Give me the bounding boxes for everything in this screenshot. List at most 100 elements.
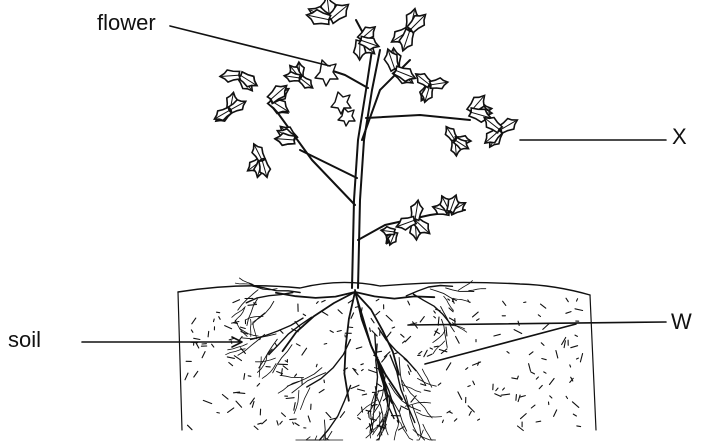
soil-speck xyxy=(477,319,480,321)
soil-speck xyxy=(518,395,520,402)
soil-speck xyxy=(507,352,509,354)
soil-speck xyxy=(217,413,220,414)
soil-speck xyxy=(257,384,260,387)
soil-speck xyxy=(319,390,324,393)
soil-speck xyxy=(203,400,211,403)
root xyxy=(430,289,456,301)
root xyxy=(269,317,312,354)
soil-speck xyxy=(571,346,578,348)
soil-speck xyxy=(188,425,193,430)
root xyxy=(417,378,436,386)
soil-speck xyxy=(262,420,267,424)
soil-speck xyxy=(539,385,542,388)
soil-speck xyxy=(386,315,392,321)
soil-speck xyxy=(330,331,333,333)
soil-speck xyxy=(362,394,366,395)
soil-speck xyxy=(501,394,509,395)
soil-speck xyxy=(252,402,254,408)
root xyxy=(355,290,402,399)
soil-speck xyxy=(217,312,220,313)
soil-speck xyxy=(227,357,234,359)
soil-speck xyxy=(503,388,505,390)
soil-speck xyxy=(473,381,475,385)
soil-speck xyxy=(570,365,571,367)
soil-speck xyxy=(473,312,479,317)
soil-speck xyxy=(403,341,405,343)
soil-speck xyxy=(234,392,240,393)
soil-speck xyxy=(456,337,460,344)
soil-speck xyxy=(408,301,410,305)
soil-speck xyxy=(538,315,540,317)
soil-speck xyxy=(358,389,365,391)
root xyxy=(253,322,257,339)
soil-speck xyxy=(564,341,565,348)
soil-speck xyxy=(411,396,416,402)
root xyxy=(355,292,434,299)
x-label: X xyxy=(672,126,687,148)
soil-speck xyxy=(254,426,258,429)
soil-speck xyxy=(293,422,294,424)
soil-speck xyxy=(395,353,398,354)
soil-speck xyxy=(409,372,410,375)
soil-speck xyxy=(430,348,432,349)
soil-speck xyxy=(405,336,410,341)
soil-speck xyxy=(295,374,297,376)
soil-speck xyxy=(495,394,501,397)
root xyxy=(469,289,486,291)
soil-speck xyxy=(494,334,500,336)
soil-speck xyxy=(473,362,481,365)
soil-speck xyxy=(296,344,300,346)
soil-speck xyxy=(434,311,436,313)
root xyxy=(402,385,421,393)
soil-speck xyxy=(322,300,326,302)
soil-speck xyxy=(308,416,310,422)
soil-speck xyxy=(577,358,579,359)
soil-speck xyxy=(469,411,471,415)
soil-speck xyxy=(362,369,364,370)
soil-speck xyxy=(543,324,549,330)
soil-speck xyxy=(351,313,354,319)
soil-speck xyxy=(408,365,411,372)
soil-speck xyxy=(340,412,344,418)
soil-speck xyxy=(556,351,558,359)
soil-speck xyxy=(529,352,533,355)
soil-speck xyxy=(194,338,200,339)
soil-speck xyxy=(202,352,205,358)
w-pointer-line-lower xyxy=(425,324,576,364)
soil-speck xyxy=(446,363,450,370)
soil-speck xyxy=(531,372,535,374)
soil-speck xyxy=(392,327,395,328)
soil-speck xyxy=(531,405,535,408)
soil-speck xyxy=(572,402,578,408)
soil-speck xyxy=(446,327,447,336)
soil-speck xyxy=(518,376,519,378)
soil-speck xyxy=(369,370,377,373)
soil-speck xyxy=(420,317,424,322)
root xyxy=(320,386,351,441)
soil-speck xyxy=(214,319,215,322)
soil-speck xyxy=(577,426,581,427)
root xyxy=(235,308,245,322)
soil-speck xyxy=(544,372,546,373)
soil-speck xyxy=(401,406,408,410)
root xyxy=(344,292,355,401)
soil-speck xyxy=(248,376,251,377)
soil-speck xyxy=(248,305,257,306)
soil-speck xyxy=(496,388,498,391)
soil-speck xyxy=(516,395,517,401)
soil-speck xyxy=(577,299,578,301)
soil-speck xyxy=(240,327,245,328)
soil-speck xyxy=(258,423,262,424)
soil-speck xyxy=(353,368,356,370)
soil-speck xyxy=(434,317,436,318)
root xyxy=(300,388,310,410)
soil-speck xyxy=(361,364,363,365)
soil-speck xyxy=(277,421,278,425)
root xyxy=(294,390,299,413)
soil-speck xyxy=(355,307,358,308)
soil-speck xyxy=(575,309,583,311)
root xyxy=(413,294,450,324)
soil-speck xyxy=(427,354,432,356)
w-pointer-line-upper xyxy=(408,322,666,325)
soil-label: soil xyxy=(8,329,41,351)
